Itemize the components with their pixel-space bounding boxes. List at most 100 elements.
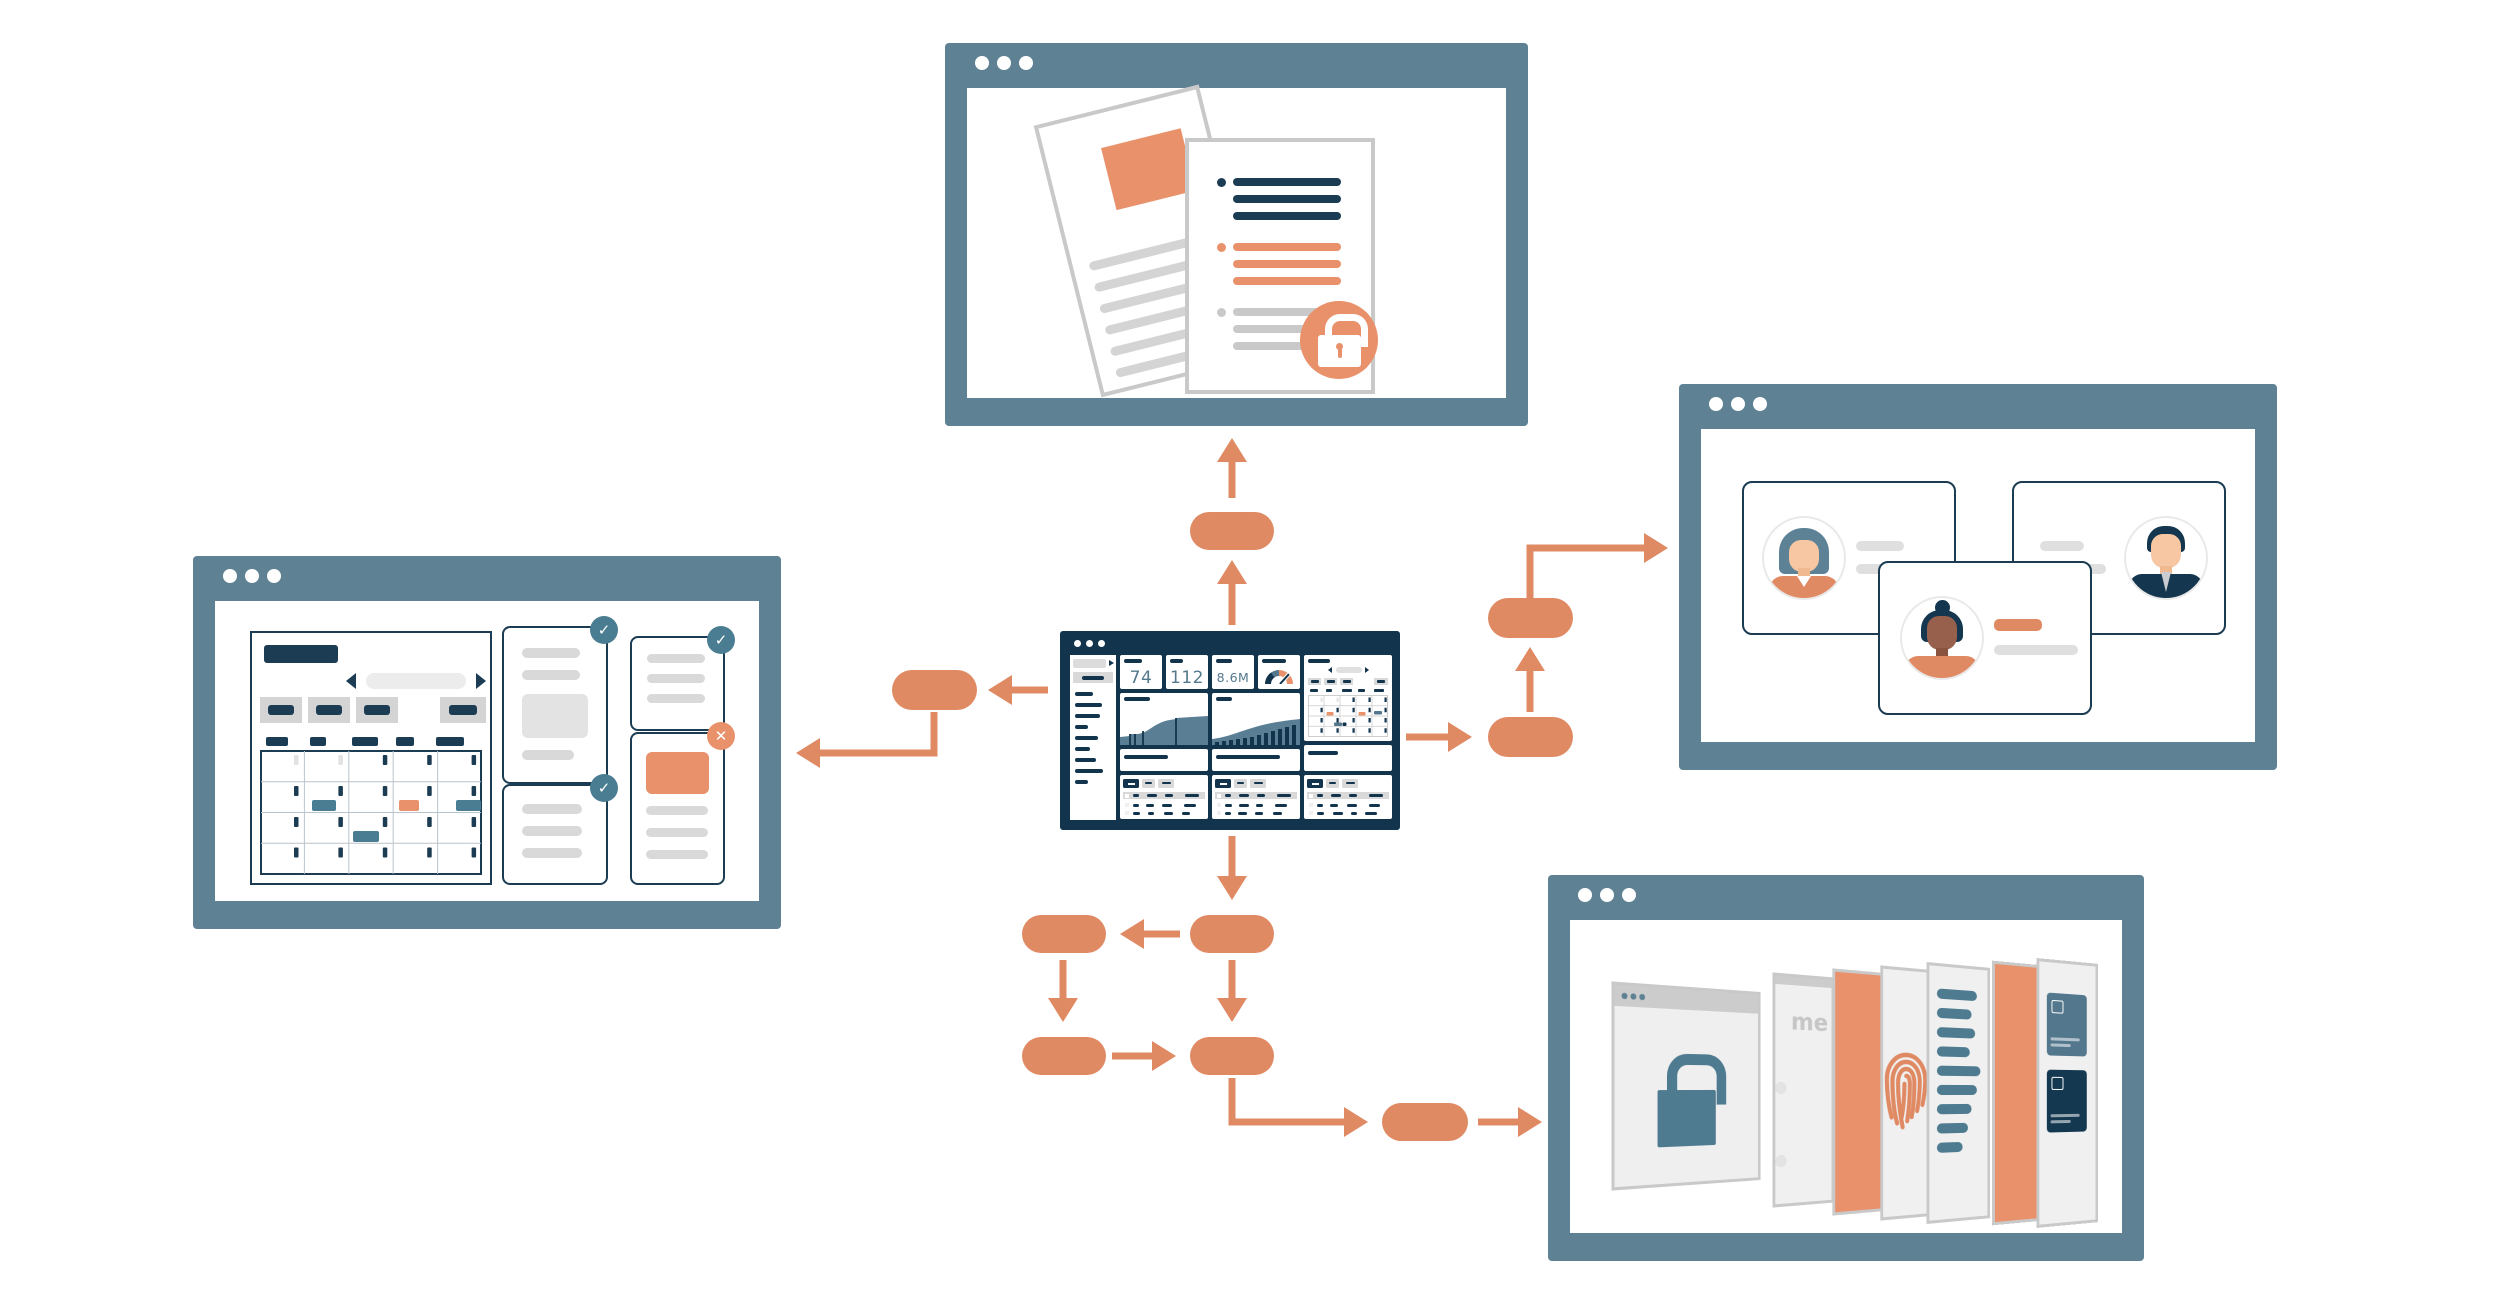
search-input bbox=[1073, 659, 1106, 668]
filter-button bbox=[1374, 678, 1388, 685]
task-card: ✓ bbox=[630, 626, 735, 731]
col-label bbox=[1277, 794, 1291, 797]
dot-icon bbox=[1630, 993, 1637, 1000]
flow-pill-a bbox=[1190, 915, 1274, 953]
name-line bbox=[1856, 541, 1904, 551]
filter-button bbox=[260, 697, 302, 723]
cell-value bbox=[1239, 803, 1249, 807]
info-line bbox=[1994, 645, 2078, 655]
col-label bbox=[1225, 794, 1231, 797]
text-line bbox=[646, 828, 708, 837]
flow-pill-d bbox=[1190, 1037, 1274, 1075]
table-row bbox=[1123, 810, 1205, 816]
text-line bbox=[522, 750, 574, 760]
tab-label bbox=[1127, 782, 1135, 785]
filter-label bbox=[1310, 680, 1319, 683]
text-line bbox=[1233, 195, 1341, 203]
checkbox bbox=[1217, 803, 1221, 807]
list-bar bbox=[1936, 1103, 1972, 1115]
menu-line bbox=[1075, 769, 1103, 773]
filter-label bbox=[1342, 680, 1351, 683]
stat-label bbox=[1124, 659, 1142, 663]
tab-label bbox=[1345, 782, 1355, 784]
profile-card bbox=[2012, 481, 2226, 635]
checkbox bbox=[1217, 793, 1221, 798]
stat-value: 112 bbox=[1170, 668, 1204, 688]
flow-pill-c bbox=[1022, 1037, 1106, 1075]
check-icon: ✓ bbox=[597, 779, 611, 797]
bullet-icon bbox=[1217, 178, 1226, 187]
flow-pill-e bbox=[1382, 1103, 1468, 1141]
dot-icon bbox=[1578, 888, 1592, 902]
credit-card bbox=[2046, 1069, 2087, 1133]
cell-value bbox=[1333, 811, 1343, 815]
step-dot bbox=[1775, 1154, 1787, 1168]
dot-icon bbox=[1019, 56, 1033, 70]
arrow-pill-a-to-pill-d bbox=[1217, 960, 1247, 1022]
text-line bbox=[1233, 212, 1341, 220]
tie bbox=[2161, 572, 2171, 592]
filter-button bbox=[308, 697, 350, 723]
col-label bbox=[1133, 794, 1139, 797]
chip-icon bbox=[2051, 1076, 2064, 1090]
x-badge: ✕ bbox=[707, 722, 735, 750]
col-label bbox=[1331, 794, 1341, 797]
window-planner: ✓ ✓ ✓ ✕ bbox=[193, 556, 781, 929]
cell-value bbox=[1238, 811, 1247, 815]
panel-lock-browser bbox=[1611, 981, 1761, 1191]
panel-list-bars bbox=[1926, 962, 1991, 1224]
tab-label bbox=[1311, 782, 1319, 785]
dot-icon bbox=[1600, 888, 1614, 902]
list-bar bbox=[1936, 1084, 1977, 1096]
flow-pill-left bbox=[892, 670, 977, 710]
col-label bbox=[1147, 794, 1157, 797]
dot-icon bbox=[1731, 397, 1745, 411]
window-profiles bbox=[1679, 384, 2277, 770]
text-line bbox=[1233, 325, 1341, 333]
text-line bbox=[1233, 243, 1341, 251]
lock-body bbox=[1657, 1089, 1716, 1148]
window-dashboard: 74 112 8.6M bbox=[1060, 631, 1400, 830]
welcome-text: me bbox=[1790, 1007, 1829, 1037]
mini-calendar-card bbox=[1304, 655, 1392, 741]
stat-value: 8.6M bbox=[1216, 670, 1250, 685]
arrow-dashboard-to-pill-a bbox=[1217, 836, 1247, 900]
sidebar-selected-label bbox=[1082, 675, 1104, 680]
col-label bbox=[1349, 794, 1357, 797]
arrow-left-pill-to-planner bbox=[796, 712, 938, 768]
cell-value bbox=[1256, 803, 1263, 807]
text-line bbox=[647, 694, 705, 703]
col-label bbox=[1185, 794, 1199, 797]
dot-icon bbox=[1621, 992, 1628, 1000]
checkbox bbox=[1125, 811, 1129, 815]
table-row bbox=[1307, 810, 1389, 816]
dot-icon bbox=[223, 569, 237, 583]
bullet-icon bbox=[1217, 308, 1226, 317]
text-line bbox=[522, 804, 582, 814]
panel-id-cards bbox=[2036, 958, 2099, 1228]
filter-label bbox=[1326, 680, 1335, 683]
dot-icon bbox=[245, 569, 259, 583]
card-number-line bbox=[2050, 1037, 2080, 1042]
list-bar bbox=[1936, 1065, 1981, 1077]
text-line bbox=[522, 848, 582, 858]
menu-line bbox=[1075, 725, 1088, 729]
table-row bbox=[1215, 802, 1297, 808]
arrow-pill-c-to-pill-d bbox=[1112, 1041, 1176, 1071]
cell-value bbox=[1255, 811, 1263, 815]
fingerprint-icon bbox=[1883, 1048, 1929, 1136]
text-line bbox=[522, 670, 580, 680]
dot-icon bbox=[997, 56, 1011, 70]
tab-label bbox=[1253, 782, 1263, 784]
filter-button bbox=[1324, 678, 1337, 685]
cell-value bbox=[1273, 811, 1282, 815]
calendar-title bbox=[264, 645, 338, 663]
check-badge: ✓ bbox=[590, 774, 618, 802]
chart-label bbox=[1216, 697, 1232, 701]
check-badge: ✓ bbox=[590, 616, 618, 644]
task-card: ✓ bbox=[502, 616, 618, 784]
credit-card bbox=[2046, 992, 2087, 1057]
neck bbox=[1936, 648, 1948, 658]
stat-card: 112 bbox=[1166, 655, 1208, 689]
checkbox bbox=[1309, 793, 1313, 798]
